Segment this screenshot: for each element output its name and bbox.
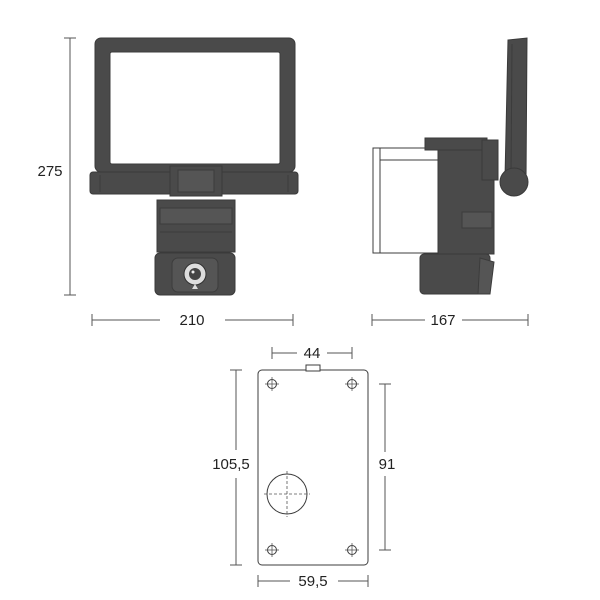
dim-plate-height: 105,5	[212, 369, 250, 566]
label-plate-width: 59,5	[298, 573, 327, 590]
side-view	[372, 37, 529, 295]
mounting-plate	[257, 364, 369, 566]
label-plate-top-spacing: 44	[304, 345, 321, 362]
label-front-width: 210	[179, 312, 204, 329]
plate-outline	[257, 369, 369, 566]
lamp-head-lens	[109, 51, 281, 165]
dim-front-width: 210	[91, 312, 294, 329]
screw-hole-bottom-left	[265, 543, 279, 557]
side-pivot	[499, 167, 529, 197]
front-view	[89, 37, 299, 296]
dim-plate-hole-spacing: 91	[379, 383, 396, 551]
screw-hole-top-left	[265, 377, 279, 391]
dim-plate-top-spacing: 44	[271, 345, 353, 362]
plate-top-tab	[305, 364, 321, 372]
dim-side-depth: 167	[371, 312, 529, 329]
side-housing-back	[372, 147, 439, 254]
dim-front-height: 275	[37, 37, 76, 296]
label-plate-hole-spacing: 91	[379, 456, 396, 473]
label-plate-height: 105,5	[212, 456, 250, 473]
screw-hole-bottom-right	[345, 543, 359, 557]
cable-entry-hole	[264, 471, 310, 517]
screw-hole-top-right	[345, 377, 359, 391]
dim-plate-width: 59,5	[257, 573, 369, 590]
label-side-depth: 167	[430, 312, 455, 329]
side-lamp-head	[504, 37, 528, 181]
label-front-height: 275	[37, 163, 62, 180]
